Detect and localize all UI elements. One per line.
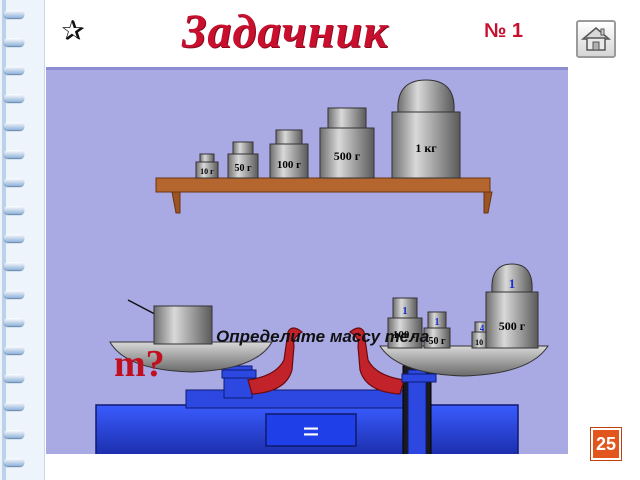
weight-label: 50 г — [428, 336, 446, 347]
binding-ring — [4, 318, 24, 326]
binding-ring — [4, 150, 24, 158]
weight-1kg: 1 кг — [391, 79, 461, 179]
weight-top-number: 1 — [435, 317, 440, 328]
binding-ring — [4, 178, 24, 186]
binding-ring — [4, 458, 24, 466]
scale-base: = — [95, 365, 519, 454]
binding-ring — [4, 402, 24, 410]
weight-top-number: 1 — [509, 276, 516, 291]
weight-label: 1 кг — [415, 141, 437, 155]
home-icon — [580, 27, 612, 51]
weight-label: 500 г — [499, 319, 526, 333]
home-button[interactable] — [576, 20, 616, 58]
notebook-binding — [0, 0, 45, 480]
scene: 10 г 50 г 100 г 500 г 1 кг — [95, 79, 549, 454]
weight-label: 50 г — [234, 163, 252, 174]
star-icon: ✰ — [61, 14, 85, 47]
right-pan — [379, 345, 549, 383]
binding-ring — [4, 290, 24, 298]
binding-ring — [4, 234, 24, 242]
task-panel: 10 г 50 г 100 г 500 г 1 кг — [46, 67, 568, 454]
weight-label: 500 г — [334, 149, 361, 163]
binding-ring — [4, 38, 24, 46]
pan-weight-100g: 1 100 г — [387, 297, 423, 349]
weight-50g: 50 г — [227, 141, 259, 179]
weight-10g: 10 г — [195, 153, 219, 179]
binding-ring — [4, 206, 24, 214]
question-text: Определите массу тела — [216, 327, 430, 346]
binding-ring — [4, 430, 24, 438]
left-pointer-arm — [247, 327, 304, 395]
weight-100g: 100 г — [269, 129, 309, 179]
weight-500g: 500 г — [319, 107, 375, 179]
unknown-mass-label: m? — [114, 343, 165, 385]
binding-ring — [4, 66, 24, 74]
binding-ring — [4, 122, 24, 130]
binding-ring — [4, 262, 24, 270]
weight-label: 10 г — [475, 338, 489, 347]
weight-label: 100 г — [277, 159, 301, 171]
weight-top-number: 4 — [480, 323, 485, 333]
equality-sign: = — [302, 415, 319, 448]
weight-top-number: 1 — [402, 305, 408, 317]
task-number: № 1 — [484, 20, 523, 42]
unknown-body — [153, 305, 213, 345]
binding-ring — [4, 10, 24, 18]
page-number-badge: 25 — [591, 428, 621, 460]
binding-ring — [4, 374, 24, 382]
shelf — [155, 177, 493, 214]
weight-label: 100 г — [393, 329, 417, 341]
binding-ring — [4, 346, 24, 354]
left-pan — [109, 341, 273, 379]
pan-weight-500g: 1 500 г — [485, 263, 539, 349]
page-title: Задачник — [182, 5, 389, 58]
pan-weight-50g: 1 50 г — [423, 311, 451, 349]
binding-ring — [4, 94, 24, 102]
weight-label: 10 г — [200, 167, 214, 176]
right-pointer-arm — [348, 327, 405, 395]
